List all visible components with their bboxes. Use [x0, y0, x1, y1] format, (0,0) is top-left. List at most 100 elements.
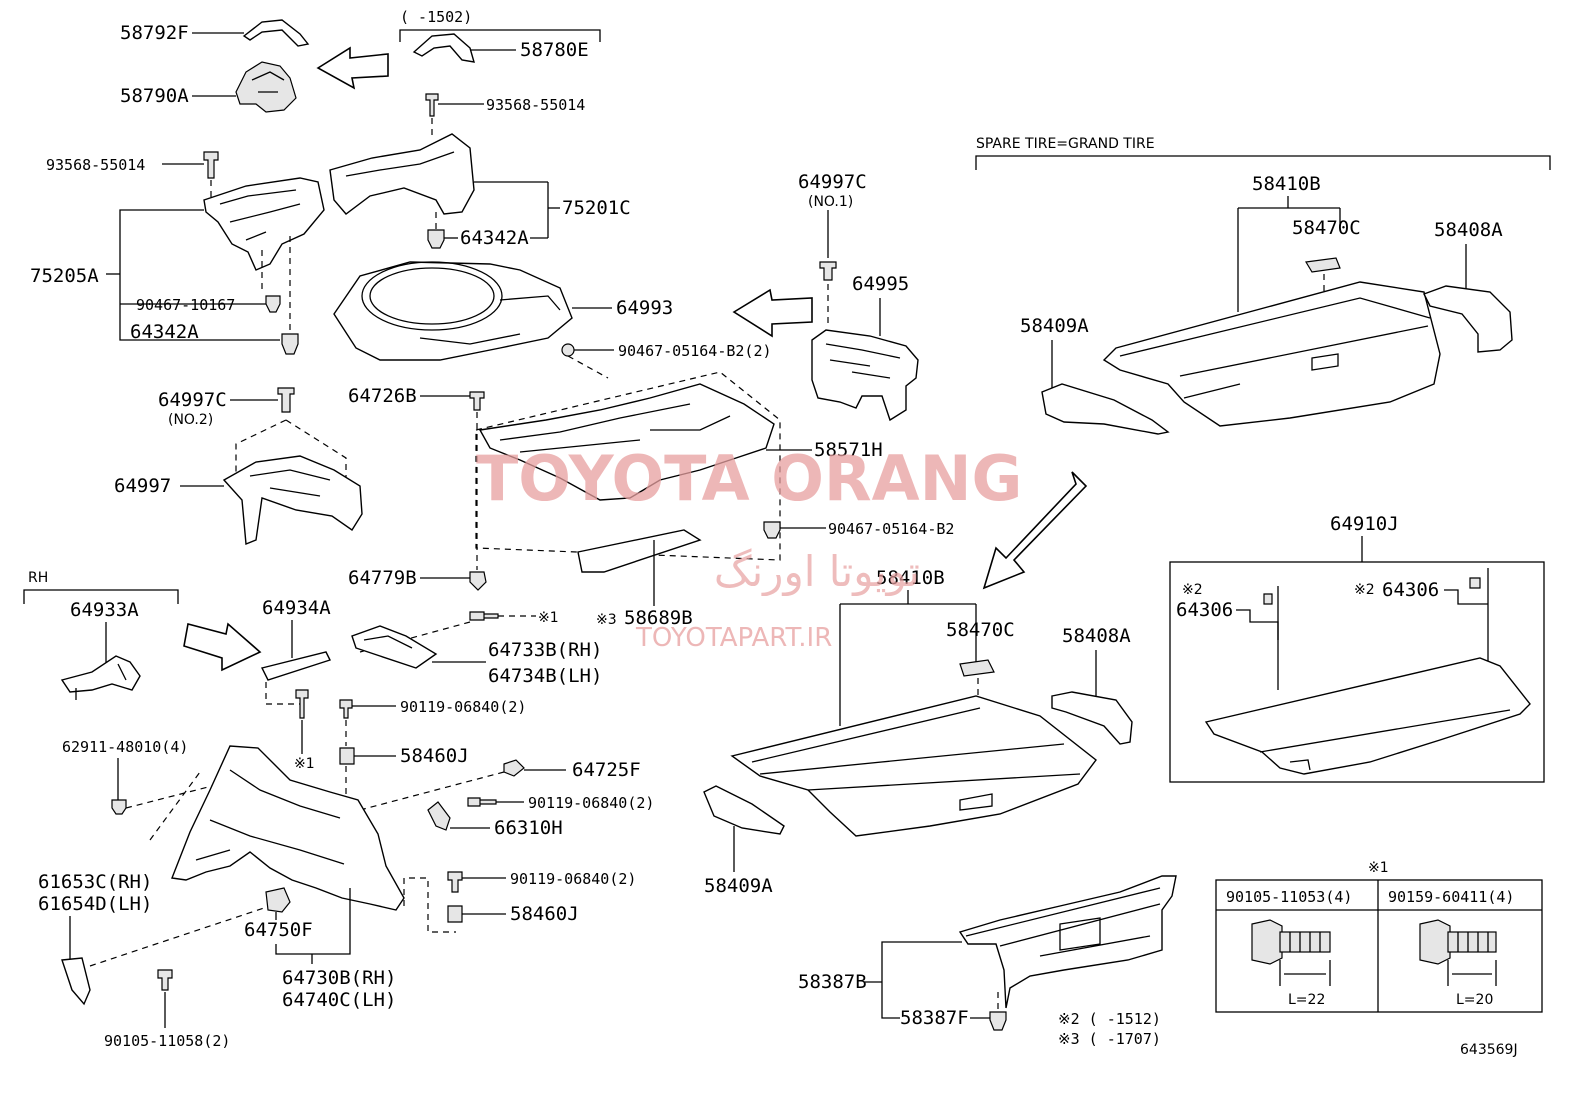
clip-64997C-no1-shape [819, 261, 837, 281]
rh-title: RH [28, 570, 48, 586]
clip-90467-10167-shape [265, 295, 281, 313]
label-64342A-left: 64342A [130, 321, 199, 343]
table-note: ※1 [1368, 860, 1389, 876]
label-75201C: 75201C [562, 197, 631, 219]
scuff-58387B-shape [958, 875, 1177, 1009]
label-90467-b2: 90467-05164-B2 [828, 520, 954, 538]
label-64730B: 64730B(RH) [282, 967, 396, 989]
label-90467-b2-2: 90467-05164-B2(2) [618, 342, 772, 360]
label-58409A-bot: 58409A [704, 875, 773, 897]
label-58410B-top: 58410B [1252, 173, 1321, 195]
label-64750F: 64750F [244, 919, 313, 941]
watermark-line3: TOYOTAPART.IR [635, 623, 832, 653]
bolt-90105-58-shape [157, 969, 173, 991]
label-66310H: 66310H [494, 817, 563, 839]
label-58780E: 58780E [520, 39, 589, 61]
arrow-down-left-icon [982, 471, 1088, 590]
label-90119-c: 90119-06840(2) [510, 870, 636, 888]
bolt2-code: 90159-60411(4) [1388, 888, 1514, 906]
pad-58689B-shape [577, 529, 702, 573]
footnote-3: ※3 ( -1707) [1058, 1030, 1161, 1048]
bolt2-head-shape [1419, 919, 1451, 965]
clip-64997C-no2-shape [277, 387, 295, 413]
label-58387B: 58387B [798, 971, 867, 993]
drawing-number: 643569J [1460, 1042, 1518, 1058]
clip-62911-shape [111, 799, 127, 815]
label-90105-58: 90105-11058(2) [104, 1032, 230, 1050]
label-58689B-note: ※3 [596, 612, 617, 628]
clip-64726B-shape [469, 391, 485, 411]
clip-64342A-left-shape [281, 333, 299, 355]
trim-61653C-shape [171, 745, 405, 911]
bolt1-code: 90105-11053(4) [1226, 888, 1352, 906]
label-64306-left-note: ※2 [1182, 582, 1203, 598]
plate-64733B-shape [351, 625, 438, 669]
clip-90467-b2-shape [763, 521, 781, 539]
cover-58408A-mid-shape [1051, 691, 1133, 745]
label-64342A-top: 64342A [460, 227, 529, 249]
board-58571H-shape [478, 383, 775, 501]
arrow-right-icon [183, 622, 262, 672]
label-64993: 64993 [616, 297, 673, 319]
clip-58387F-shape [989, 1011, 1007, 1031]
label-90119-a: 90119-06840(2) [400, 698, 526, 716]
label-61654D: 61654D(LH) [38, 893, 152, 915]
bolt1-len: L=22 [1288, 992, 1325, 1008]
label-93568-top: 93568-55014 [486, 96, 585, 114]
label-58470C-mid: 58470C [946, 619, 1015, 641]
clip-64750F-shape [265, 887, 291, 913]
clip-64306-left-shape [1263, 593, 1273, 605]
clip-58460J-b-shape [447, 905, 463, 923]
bolt-90119-a-shape [339, 699, 353, 719]
label-62911: 62911-48010(4) [62, 738, 188, 756]
bolt-90119-b-shape [467, 797, 497, 807]
label-64997C-no2: 64997C [158, 389, 227, 411]
label-64725F: 64725F [572, 759, 641, 781]
bolt-note1b-shape [295, 689, 309, 719]
label-64726B: 64726B [348, 385, 417, 407]
bolt-93568-top-shape [425, 93, 439, 117]
bolt1-head-shape [1251, 919, 1283, 965]
label-note1: ※1 [538, 610, 559, 626]
clip-58470C-top-shape [1305, 257, 1341, 273]
cover-58409A-top-shape [1041, 383, 1170, 435]
label-61653C: 61653C(RH) [38, 871, 152, 893]
label-64306-right: 64306 [1382, 579, 1439, 601]
label-64306-right-note: ※2 [1354, 582, 1375, 598]
bolt1-shaft-shape [1279, 931, 1331, 953]
watermark-line2: تویوتا اورنگ [714, 547, 920, 596]
label-58408A-top: 58408A [1434, 219, 1503, 241]
arrow-left-icon [316, 46, 389, 90]
clip-64779B-shape [469, 571, 487, 591]
label-58409A-top: 58409A [1020, 315, 1089, 337]
label-93568-left: 93568-55014 [46, 156, 145, 174]
spare-tire-title: SPARE TIRE=GRAND TIRE [976, 136, 1155, 152]
cover-58409A-bot-shape [703, 785, 785, 835]
bolt2-shaft-shape [1447, 931, 1497, 953]
tonneau-64910J-shape [1204, 657, 1531, 775]
bracket-64995-shape [811, 329, 919, 422]
bracket-64997-shape [222, 455, 363, 545]
label-64779B: 64779B [348, 567, 417, 589]
cover-75201C-shape [329, 133, 475, 215]
label-58689B: 58689B [624, 607, 693, 629]
arrow-left-icon-2 [732, 288, 813, 338]
label-58387F: 58387F [900, 1007, 969, 1029]
clip-64725F-shape [503, 759, 525, 777]
bolt-table [1215, 879, 1543, 1013]
label-64306-left: 64306 [1176, 599, 1233, 621]
bolt-note1-shape [469, 611, 499, 621]
bolt-90119-c-shape [447, 871, 463, 893]
clip-64306-right-shape [1469, 577, 1481, 589]
label-58571H: 58571H [814, 439, 883, 461]
board-58410B-mid-shape [730, 695, 1097, 837]
label-note1b: ※1 [294, 756, 315, 772]
cover-58408A-top-shape [1423, 285, 1513, 353]
bolt-93568-left-shape [203, 151, 219, 179]
part-61653C-small-shape [61, 957, 91, 1006]
clip-58780E-shape [412, 33, 475, 63]
label-58408A-mid: 58408A [1062, 625, 1131, 647]
bar-64934A-shape [260, 651, 331, 681]
board-58410B-top-shape [1102, 281, 1441, 427]
clip-58470C-mid-shape [959, 659, 995, 677]
